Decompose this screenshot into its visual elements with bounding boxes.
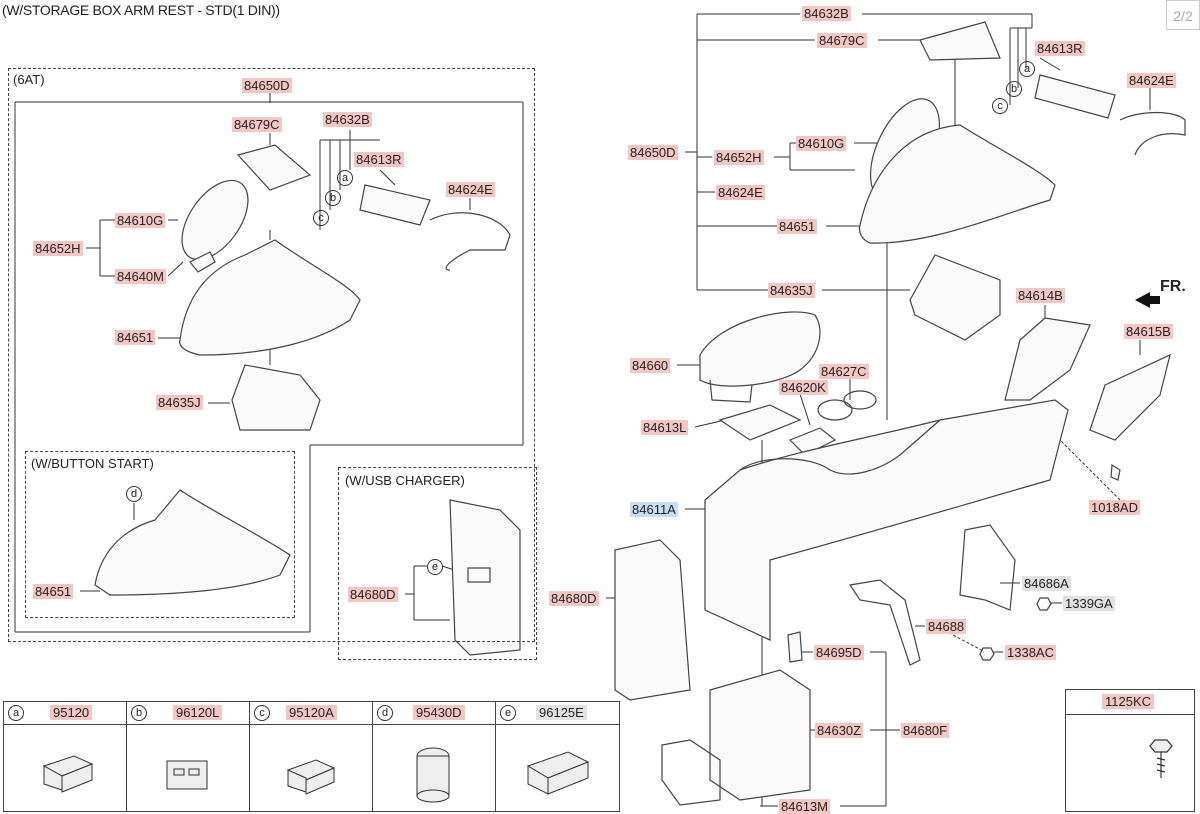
part-84610G-6at[interactable]: 84610G [115, 213, 166, 228]
callout-c-6at: c [313, 210, 329, 226]
part-84613M[interactable]: 84613M [779, 799, 830, 814]
part-1339GA[interactable]: 1339GA [1063, 596, 1115, 611]
part-84680D-usb[interactable]: 84680D [348, 587, 398, 602]
legend-key: c [254, 705, 270, 721]
callout-b: b [1006, 81, 1022, 97]
part-1018AD[interactable]: 1018AD [1089, 500, 1140, 515]
legend-cell-c[interactable]: c 95120A [250, 702, 373, 812]
callout-d: d [126, 486, 142, 502]
bolt-shape [1149, 739, 1173, 778]
legend-key: a [8, 705, 24, 721]
bolt-1125KC-box: 1125KC [1065, 689, 1195, 812]
legend-code: 96125E [536, 705, 587, 720]
part-84660[interactable]: 84660 [630, 358, 671, 373]
part-84613R[interactable]: 84613R [1035, 41, 1085, 56]
part-84630Z[interactable]: 84630Z [815, 723, 864, 738]
section-usb-charger [338, 467, 537, 660]
legend-cell-b[interactable]: b 96120L [127, 702, 250, 812]
switch-alt-icon [286, 759, 336, 795]
legend-cell-a[interactable]: a 95120 [4, 702, 127, 812]
part-84614B[interactable]: 84614B [1016, 288, 1065, 303]
callout-b-6at: b [325, 190, 341, 206]
legend-cell-e[interactable]: e 96125E [496, 702, 619, 812]
section-6at-caption: (6AT) [13, 72, 45, 87]
part-84688[interactable]: 84688 [926, 619, 967, 634]
front-arrow [1135, 292, 1160, 308]
part-84650D-6at[interactable]: 84650D [242, 78, 292, 93]
part-84695D[interactable]: 84695D [814, 645, 864, 660]
part-84652H[interactable]: 84652H [714, 150, 764, 165]
legend-code: 95120A [286, 705, 337, 720]
part-84635J[interactable]: 84635J [768, 283, 815, 298]
part-84624E-mid[interactable]: 84624E [716, 185, 765, 200]
callout-e: e [427, 559, 443, 575]
part-84635J-6at[interactable]: 84635J [156, 395, 203, 410]
front-direction-label: FR. [1160, 278, 1186, 295]
part-84620K[interactable]: 84620K [779, 380, 828, 395]
page-indicator[interactable]: 2/2 [1166, 0, 1200, 30]
part-84611A[interactable]: 84611A [630, 502, 678, 517]
part-1125KC[interactable]: 1125KC [1102, 694, 1155, 709]
part-84679C-6at[interactable]: 84679C [232, 117, 282, 132]
section-button-start [25, 451, 295, 618]
part-84624E-6at[interactable]: 84624E [446, 182, 495, 197]
part-84680F[interactable]: 84680F [901, 723, 950, 738]
part-84627C[interactable]: 84627C [819, 364, 869, 379]
part-shapes [94, 21, 1186, 806]
callout-a: a [1019, 61, 1035, 77]
part-84640M-6at[interactable]: 84640M [115, 269, 166, 284]
part-84651[interactable]: 84651 [777, 219, 818, 234]
switch-icon [42, 755, 94, 793]
legend-code: 95120 [50, 705, 93, 720]
part-84632B[interactable]: 84632B [802, 6, 851, 21]
legend-cell-d[interactable]: d 95430D [373, 702, 496, 812]
part-1338AC[interactable]: 1338AC [1005, 645, 1056, 660]
part-84651-6at[interactable]: 84651 [115, 330, 156, 345]
legend-key: e [500, 705, 516, 721]
callout-a-6at: a [337, 170, 353, 186]
part-84615B[interactable]: 84615B [1124, 324, 1173, 339]
part-84624E[interactable]: 84624E [1127, 73, 1176, 88]
part-84679C[interactable]: 84679C [817, 33, 867, 48]
legend-code: 96120L [173, 705, 223, 720]
legend-key: b [131, 705, 147, 721]
section-6at [8, 68, 535, 642]
part-84632B-6at[interactable]: 84632B [323, 112, 372, 127]
callout-c: c [992, 98, 1008, 114]
start-button-icon [416, 747, 450, 803]
part-84610G[interactable]: 84610G [796, 136, 847, 151]
part-84613R-6at[interactable]: 84613R [354, 152, 404, 167]
section-usb-charger-caption: (W/USB CHARGER) [345, 473, 465, 488]
part-84651-button-start[interactable]: 84651 [33, 584, 74, 599]
part-84613L[interactable]: 84613L [641, 420, 689, 435]
diagram-title: (W/STORAGE BOX ARM REST - STD(1 DIN)) [2, 2, 280, 18]
part-84680D[interactable]: 84680D [549, 591, 599, 606]
part-84652H-6at[interactable]: 84652H [33, 241, 83, 256]
usb-charger-icon [526, 751, 590, 795]
section-button-start-caption: (W/BUTTON START) [31, 456, 154, 471]
part-84650D[interactable]: 84650D [628, 145, 678, 160]
legend-key: d [377, 705, 393, 721]
legend-code: 95430D [413, 705, 465, 720]
usb-jack-icon [166, 760, 208, 790]
part-84686A[interactable]: 84686A [1022, 576, 1071, 591]
legend-table: a 95120 b 96120L c 95120A d 95430D e 96125E [3, 701, 620, 812]
